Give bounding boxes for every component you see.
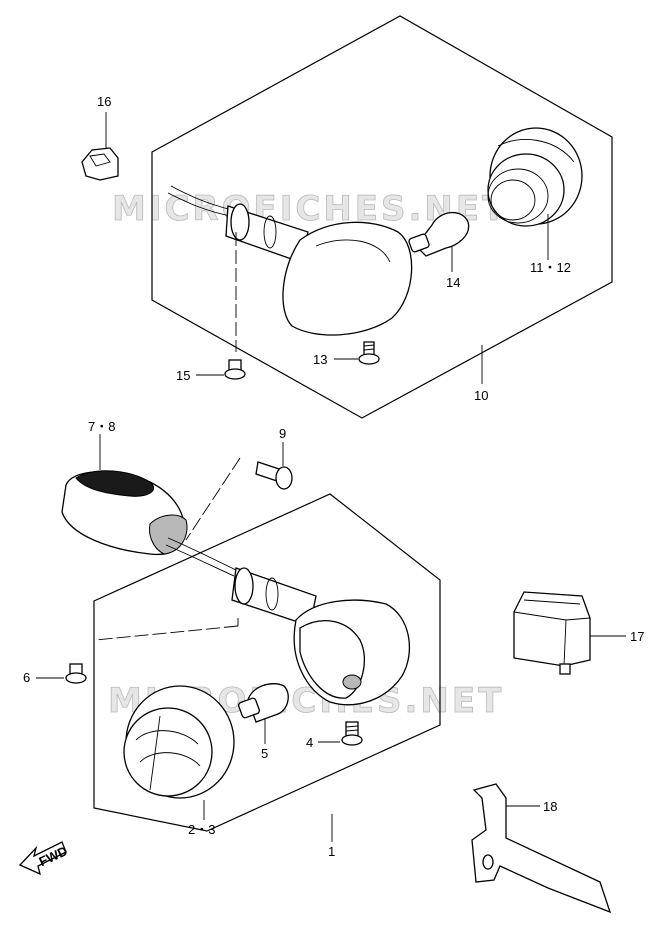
watermark-top: MICROFICHES.NET xyxy=(112,189,508,229)
turn-signal-assembly-1 xyxy=(95,567,410,706)
stem-collar xyxy=(230,203,250,241)
screw-9 xyxy=(185,442,293,541)
bulb-5 xyxy=(238,683,289,744)
bulb-14 xyxy=(408,211,470,272)
callout-14: 14 xyxy=(446,275,460,290)
clip-16 xyxy=(81,112,119,181)
callout-2-3: 2・3 xyxy=(188,822,215,837)
callout-11-12: 11・12 xyxy=(530,260,571,275)
screw-13 xyxy=(334,341,380,365)
callout-9: 9 xyxy=(279,426,286,441)
screw-4 xyxy=(318,721,363,746)
callout-7-8: 7・8 xyxy=(88,419,115,434)
fwd-arrow: FWD xyxy=(18,841,70,876)
callout-13: 13 xyxy=(313,352,327,367)
wire xyxy=(170,185,233,211)
bracket-18 xyxy=(471,783,612,914)
turn-signal-assembly-10 xyxy=(167,185,413,352)
callout-1: 1 xyxy=(328,844,335,859)
lamp-housing xyxy=(282,221,413,336)
visor-top-opening xyxy=(75,470,155,497)
callout-5: 5 xyxy=(261,746,268,761)
callout-4: 4 xyxy=(306,735,313,750)
screw-6 xyxy=(36,663,87,684)
lens-2-3 xyxy=(123,685,235,820)
assembly-1-outline xyxy=(93,493,441,832)
callout-6: 6 xyxy=(23,670,30,685)
callout-10: 10 xyxy=(474,388,488,403)
callout-17: 17 xyxy=(630,629,644,644)
visor-7-8 xyxy=(61,434,188,556)
bulb-base xyxy=(408,233,430,253)
lens-11-12 xyxy=(487,127,583,260)
callout-16: 16 xyxy=(97,94,111,109)
callout-18: 18 xyxy=(543,799,557,814)
callout-15: 15 xyxy=(176,368,190,383)
fwd-label: FWD xyxy=(37,843,70,869)
assembly-10-outline xyxy=(151,15,613,419)
relay-17 xyxy=(513,591,626,675)
screw-15 xyxy=(196,359,246,380)
